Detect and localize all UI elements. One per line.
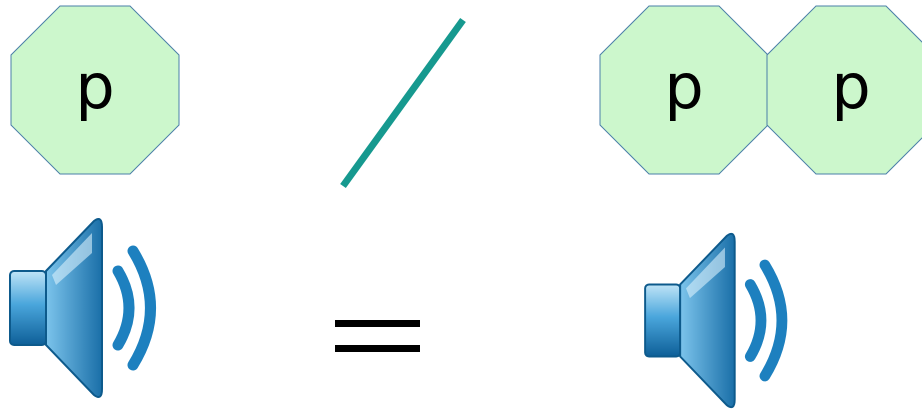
octagon-shape [599, 5, 769, 175]
letter-tile-p-right-1[interactable]: p [599, 5, 769, 175]
slash-icon [340, 17, 466, 189]
speaker-icon[interactable] [641, 228, 806, 413]
octagon-shape [10, 5, 180, 175]
tile-letter: p [831, 50, 871, 123]
equals-icon [335, 320, 420, 352]
letter-tile-p-right-2[interactable]: p [766, 5, 922, 175]
octagon-shape [766, 5, 922, 175]
speaker-icon[interactable] [8, 213, 173, 403]
letter-tile-p-left[interactable]: p [10, 5, 180, 175]
tile-letter: p [75, 50, 115, 123]
tile-letter: p [664, 50, 704, 123]
